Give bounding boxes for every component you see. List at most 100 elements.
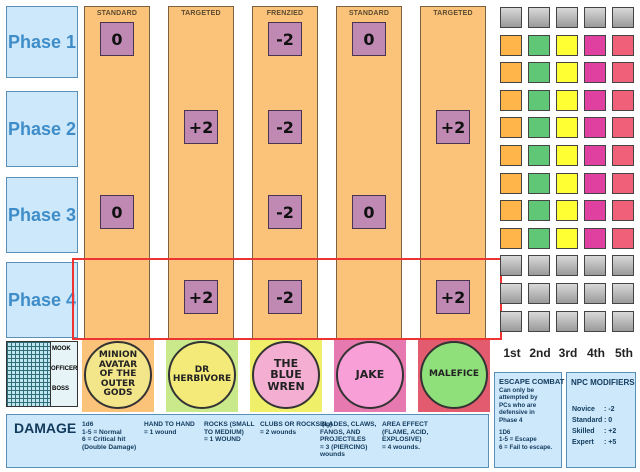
tracker-cell[interactable] <box>556 34 578 56</box>
tracker-cell[interactable] <box>584 7 606 28</box>
tracker-cell[interactable] <box>528 283 550 304</box>
modifier-token[interactable]: -2 <box>268 22 302 56</box>
damage-entry-line: = 2 wounds <box>260 428 297 436</box>
tracker-cell[interactable] <box>528 117 550 139</box>
tracker-cell[interactable] <box>584 172 606 194</box>
tracker-cell[interactable] <box>500 283 522 304</box>
tracker-cell[interactable] <box>584 227 606 249</box>
damage-entry-line: EXPLOSIVE) <box>382 436 422 444</box>
tracker-cell[interactable] <box>500 255 522 277</box>
damage-entry-line: (FLAME, ACID, <box>382 428 429 436</box>
tracker-cell[interactable] <box>528 255 550 277</box>
damage-entry-head: 1d6 <box>82 421 94 428</box>
modifier-token[interactable]: -2 <box>268 110 302 144</box>
tracker-cell[interactable] <box>612 255 634 277</box>
modifier-token[interactable]: 0 <box>352 195 386 229</box>
damage-entry-line: = 1 wound <box>144 428 177 436</box>
character-jake[interactable]: JAKE <box>336 341 404 409</box>
tracker-cell[interactable] <box>500 89 522 111</box>
modifier-token[interactable]: -2 <box>268 195 302 229</box>
tracker-cell[interactable] <box>556 172 578 194</box>
tracker-cell[interactable] <box>584 145 606 166</box>
tracker-cell[interactable] <box>584 62 606 84</box>
damage-title: DAMAGE <box>14 420 77 436</box>
column-1[interactable] <box>84 6 150 339</box>
tracker-cell[interactable] <box>612 62 634 84</box>
tracker-cell[interactable] <box>500 227 522 249</box>
tracker-cell[interactable] <box>500 117 522 139</box>
turn-tracker-grid[interactable] <box>497 6 637 338</box>
modifier-token[interactable]: +2 <box>436 280 470 314</box>
npc-modifier-name: Novice <box>572 406 595 413</box>
damage-entry-head: HAND TO HAND <box>144 421 195 428</box>
damage-entry-line: = 1 WOUND <box>204 436 241 444</box>
npc-modifier-name: Expert <box>572 439 594 446</box>
modifier-token[interactable]: 0 <box>100 22 134 56</box>
tracker-cell[interactable] <box>584 34 606 56</box>
damage-entry-line: = 3 (PIERCING) <box>320 443 368 451</box>
tracker-cell[interactable] <box>500 172 522 194</box>
tracker-cell[interactable] <box>584 255 606 277</box>
tracker-cell[interactable] <box>528 227 550 249</box>
tracker-cell[interactable] <box>584 117 606 139</box>
tracker-cell[interactable] <box>612 227 634 249</box>
tracker-cell[interactable] <box>556 145 578 166</box>
tracker-cell[interactable] <box>556 7 578 28</box>
tracker-cell[interactable] <box>556 255 578 277</box>
tracker-cell[interactable] <box>556 89 578 111</box>
tracker-cell[interactable] <box>612 200 634 222</box>
modifier-token[interactable]: 0 <box>352 22 386 56</box>
tracker-cell[interactable] <box>528 145 550 166</box>
tracker-cell[interactable] <box>556 283 578 304</box>
tracker-cell[interactable] <box>528 172 550 194</box>
character-minion[interactable]: MINION AVATAR OF THE OUTER GODS <box>84 341 152 409</box>
modifier-token[interactable]: +2 <box>184 110 218 144</box>
order-5th: 5th <box>615 346 633 360</box>
character-dr-herbivore[interactable]: DR HERBIVORE <box>168 341 236 409</box>
tracker-cell[interactable] <box>500 310 522 332</box>
tracker-cell[interactable] <box>584 89 606 111</box>
tracker-cell[interactable] <box>584 310 606 332</box>
escape-combat-line: 1D6 <box>499 429 511 436</box>
tracker-cell[interactable] <box>528 62 550 84</box>
tracker-cell[interactable] <box>612 172 634 194</box>
damage-entry-line: FANGS, AND <box>320 428 361 436</box>
tracker-cell[interactable] <box>528 310 550 332</box>
tracker-cell[interactable] <box>612 34 634 56</box>
tracker-cell[interactable] <box>500 62 522 84</box>
character-malefice[interactable]: MALEFICE <box>420 341 488 409</box>
phase-3-label: Phase 3 <box>6 177 78 253</box>
tracker-cell[interactable] <box>500 7 522 28</box>
tracker-cell[interactable] <box>556 200 578 222</box>
modifier-token[interactable]: 0 <box>100 195 134 229</box>
escape-combat-line: PCs who are <box>499 401 537 409</box>
modifier-token[interactable]: +2 <box>184 280 218 314</box>
tracker-cell[interactable] <box>612 89 634 111</box>
damage-entry-head: CLUBS OR ROCKS (lg) <box>260 421 333 428</box>
tracker-cell[interactable] <box>584 283 606 304</box>
character-blue-wren[interactable]: THE BLUE WREN <box>252 341 320 409</box>
tracker-cell[interactable] <box>556 117 578 139</box>
tracker-cell[interactable] <box>528 200 550 222</box>
tracker-cell[interactable] <box>500 145 522 166</box>
tracker-cell[interactable] <box>612 310 634 332</box>
tracker-cell[interactable] <box>612 117 634 139</box>
column-4[interactable] <box>336 6 402 339</box>
damage-entry-head: AREA EFFECT <box>382 421 428 428</box>
tracker-cell[interactable] <box>584 200 606 222</box>
tracker-cell[interactable] <box>556 310 578 332</box>
tracker-cell[interactable] <box>612 283 634 304</box>
tracker-cell[interactable] <box>528 34 550 56</box>
tracker-cell[interactable] <box>556 227 578 249</box>
tracker-cell[interactable] <box>612 7 634 28</box>
tracker-cell[interactable] <box>556 62 578 84</box>
modifier-token[interactable]: -2 <box>268 280 302 314</box>
damage-entry-line: wounds <box>320 451 345 459</box>
tracker-cell[interactable] <box>612 145 634 166</box>
tracker-cell[interactable] <box>500 200 522 222</box>
tracker-cell[interactable] <box>528 7 550 28</box>
tracker-cell[interactable] <box>528 89 550 111</box>
tracker-cell[interactable] <box>500 34 522 56</box>
modifier-token[interactable]: +2 <box>436 110 470 144</box>
